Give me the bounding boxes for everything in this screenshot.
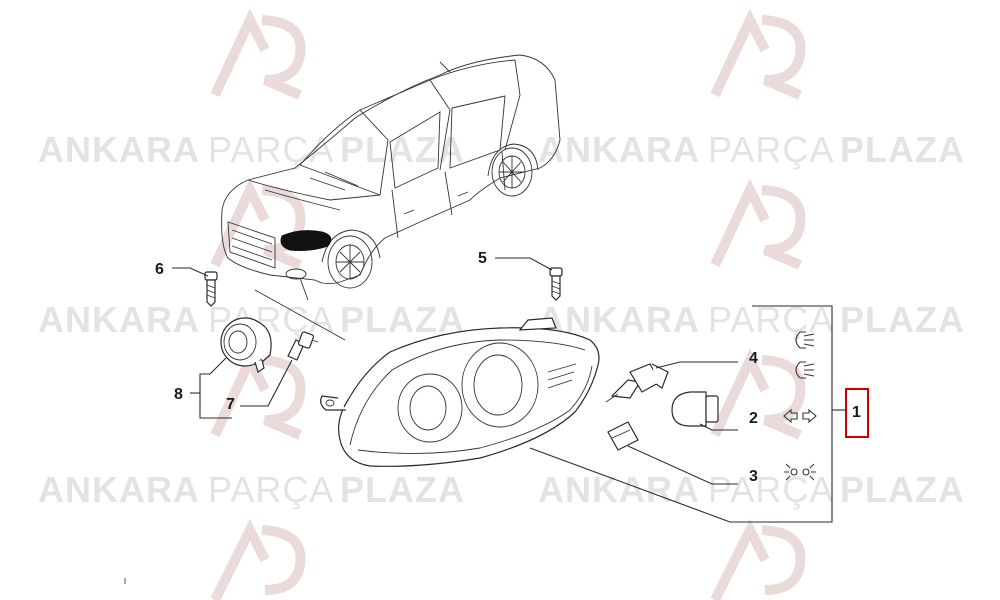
headlamp-mounting-screw bbox=[549, 267, 563, 301]
watermark-bold: PLAZA bbox=[840, 469, 965, 510]
leader-line bbox=[495, 257, 553, 271]
turn-signal-icon bbox=[783, 408, 817, 424]
watermark-logo bbox=[210, 178, 306, 270]
leader-line bbox=[699, 423, 738, 431]
callout-4[interactable]: 4 bbox=[749, 350, 758, 367]
watermark-middle: PARÇA bbox=[708, 129, 834, 170]
watermark-bold: PLAZA bbox=[840, 129, 965, 170]
callout-2[interactable]: 2 bbox=[749, 410, 758, 427]
car-illustration bbox=[221, 54, 561, 289]
callout-5[interactable]: 5 bbox=[478, 250, 487, 267]
leader-line bbox=[627, 445, 738, 485]
callout-7[interactable]: 7 bbox=[226, 396, 235, 413]
parking-bulb bbox=[607, 421, 639, 451]
watermark-bold: PLAZA bbox=[340, 299, 465, 340]
leader-line bbox=[240, 359, 293, 407]
leader-line bbox=[529, 447, 752, 523]
indicator-bulb bbox=[671, 391, 719, 427]
side-light-icon bbox=[784, 463, 816, 481]
watermark-middle: PARÇA bbox=[208, 469, 334, 510]
watermark-layer: ANKARA PARÇA PLAZA ANKARA PARÇA PLAZA AN… bbox=[38, 8, 965, 600]
watermark-brand: ANKARA bbox=[38, 469, 200, 510]
watermark-logo bbox=[210, 8, 306, 100]
callout-3[interactable]: 3 bbox=[749, 468, 758, 485]
fog-lamp-screw bbox=[204, 271, 218, 307]
watermark-brand: ANKARA bbox=[538, 129, 700, 170]
watermark-logo bbox=[710, 348, 806, 440]
watermark-brand: ANKARA bbox=[38, 129, 200, 170]
watermark-logo bbox=[210, 518, 306, 600]
leader-line bbox=[655, 361, 738, 369]
watermark-bold: PLAZA bbox=[340, 469, 465, 510]
watermark-logo bbox=[710, 8, 806, 100]
fog-lamp-bulb bbox=[287, 331, 319, 361]
leader-line bbox=[172, 267, 209, 277]
assembly-bracket bbox=[750, 305, 833, 523]
watermark-logo bbox=[710, 178, 806, 270]
watermark-logo bbox=[710, 518, 806, 600]
watermark-middle: PARÇA bbox=[208, 129, 334, 170]
watermark-middle: PARÇA bbox=[708, 469, 834, 510]
watermark-middle: PARÇA bbox=[708, 299, 834, 340]
leader-line bbox=[199, 357, 232, 419]
headlamp-assembly bbox=[320, 317, 600, 467]
leader-line bbox=[254, 289, 346, 341]
callout-1[interactable]: 1 bbox=[852, 404, 861, 421]
car-headlamp-highlight bbox=[280, 230, 332, 251]
low-beam-icon bbox=[795, 331, 815, 349]
watermark-brand: ANKARA bbox=[38, 299, 200, 340]
callout-8[interactable]: 8 bbox=[174, 386, 183, 403]
callout-6[interactable]: 6 bbox=[155, 261, 164, 278]
watermark-row: ANKARA PARÇA PLAZA ANKARA PARÇA PLAZA bbox=[38, 469, 965, 510]
high-beam-icon bbox=[795, 361, 815, 379]
watermark-row: ANKARA PARÇA PLAZA ANKARA PARÇA PLAZA bbox=[38, 299, 965, 340]
fog-lamp bbox=[220, 317, 272, 373]
assembly-callout-box bbox=[845, 388, 869, 438]
watermark-brand: ANKARA bbox=[538, 469, 700, 510]
leader-line bbox=[299, 277, 309, 301]
headlamp-bulb bbox=[605, 363, 669, 403]
watermark-bold: PLAZA bbox=[840, 299, 965, 340]
